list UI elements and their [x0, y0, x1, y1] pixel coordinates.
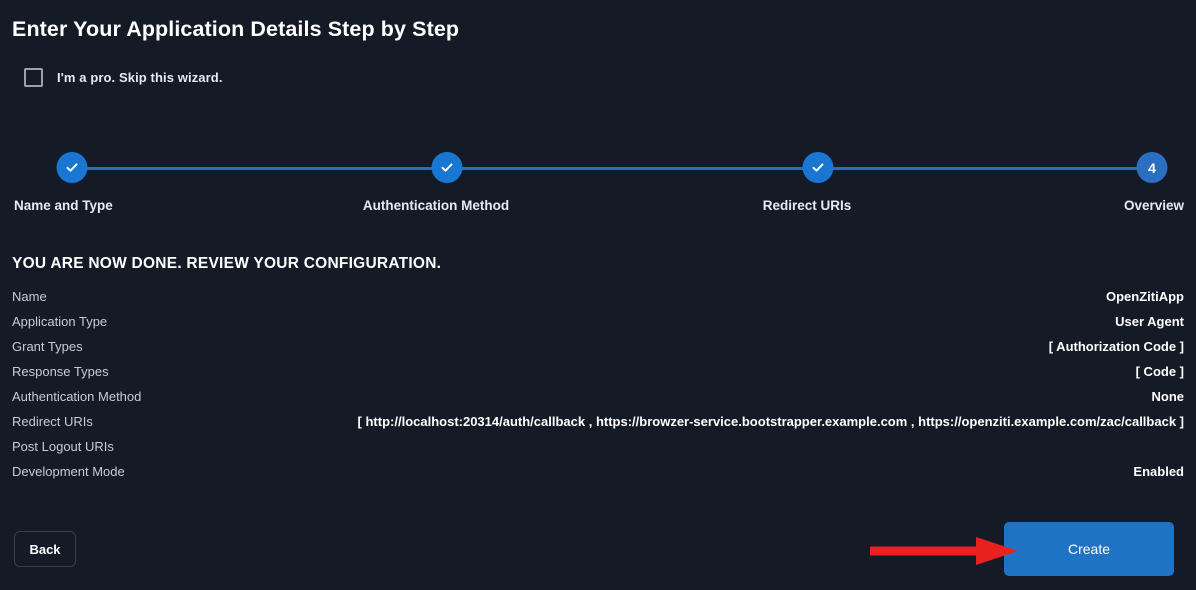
- stepper-node-4-number: 4: [1148, 159, 1156, 176]
- stepper-node-3[interactable]: [802, 152, 834, 183]
- summary-value: Enabled: [1133, 464, 1184, 479]
- stepper-node-2[interactable]: [431, 152, 463, 183]
- page-title: Enter Your Application Details Step by S…: [12, 17, 460, 41]
- summary-label: Application Type: [12, 314, 108, 329]
- summary-value: User Agent: [1115, 314, 1184, 329]
- summary-value: [ Authorization Code ]: [1048, 339, 1184, 354]
- stepper-connector-3: [818, 167, 1152, 170]
- skip-wizard-label: I'm a pro. Skip this wizard.: [57, 70, 223, 85]
- check-icon: [441, 163, 453, 172]
- back-button[interactable]: Back: [14, 531, 76, 567]
- check-icon: [66, 163, 78, 172]
- summary-value: OpenZitiApp: [1106, 289, 1184, 304]
- summary-label: Grant Types: [12, 339, 83, 354]
- check-icon: [812, 163, 824, 172]
- stepper-label-overview: Overview: [1123, 198, 1184, 213]
- summary-value: [ http://localhost:20314/auth/callback ,…: [357, 414, 1184, 429]
- skip-wizard-row[interactable]: I'm a pro. Skip this wizard.: [24, 68, 223, 87]
- summary-row-response-types: Response Types [ Code ]: [12, 364, 1184, 389]
- wizard-stepper: 4 Name and Type Authentication Method Re…: [12, 152, 1184, 214]
- summary-table: Name OpenZitiApp Application Type User A…: [12, 289, 1184, 489]
- summary-value: None: [1151, 389, 1185, 404]
- stepper-node-1[interactable]: [56, 152, 88, 183]
- stepper-node-4[interactable]: 4: [1136, 152, 1168, 183]
- stepper-label-authentication-method: Authentication Method: [362, 198, 510, 213]
- stepper-connector-1: [72, 167, 446, 170]
- summary-row-application-type: Application Type User Agent: [12, 314, 1184, 339]
- summary-value: [ Code ]: [1135, 364, 1184, 379]
- skip-wizard-checkbox[interactable]: [24, 68, 43, 87]
- create-button[interactable]: Create: [1004, 522, 1174, 576]
- summary-row-grant-types: Grant Types [ Authorization Code ]: [12, 339, 1184, 364]
- summary-label: Redirect URIs: [12, 414, 93, 429]
- summary-row-name: Name OpenZitiApp: [12, 289, 1184, 314]
- summary-label: Authentication Method: [12, 389, 142, 404]
- summary-row-redirect-uris: Redirect URIs [ http://localhost:20314/a…: [12, 414, 1184, 439]
- summary-label: Development Mode: [12, 464, 125, 479]
- stepper-labels: Name and Type Authentication Method Redi…: [12, 198, 1184, 218]
- summary-heading: YOU ARE NOW DONE. REVIEW YOUR CONFIGURAT…: [12, 255, 442, 272]
- stepper-track: 4: [12, 152, 1184, 184]
- summary-row-post-logout-uris: Post Logout URIs: [12, 439, 1184, 464]
- summary-label: Post Logout URIs: [12, 439, 114, 454]
- summary-row-authentication-method: Authentication Method None: [12, 389, 1184, 414]
- summary-label: Response Types: [12, 364, 109, 379]
- summary-label: Name: [12, 289, 47, 304]
- stepper-label-name-and-type: Name and Type: [14, 198, 113, 213]
- summary-row-development-mode: Development Mode Enabled: [12, 464, 1184, 489]
- stepper-label-redirect-uris: Redirect URIs: [762, 198, 852, 213]
- stepper-connector-2: [447, 167, 818, 170]
